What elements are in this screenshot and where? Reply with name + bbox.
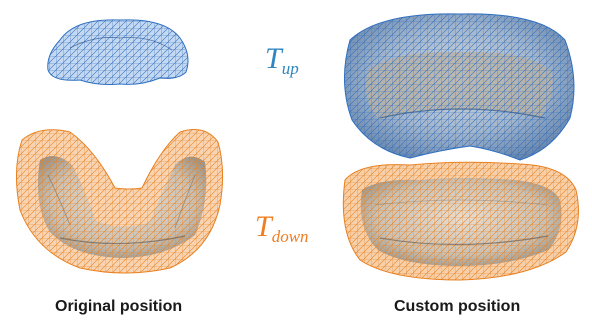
t-down-sub: down [272, 227, 309, 246]
right-lower-jaw-mesh [343, 162, 578, 280]
t-down-main: T [255, 210, 272, 243]
t-up-main: T [265, 42, 282, 75]
left-upper-jaw-mesh [48, 20, 188, 85]
left-lower-jaw-mesh [16, 130, 222, 273]
t-up-label: Tup [265, 44, 299, 77]
t-up-sub: up [282, 59, 299, 78]
t-down-label: Tdown [255, 212, 309, 245]
caption-original-position: Original position [55, 298, 182, 316]
caption-custom-position: Custom position [394, 298, 520, 316]
right-upper-jaw-mesh [344, 14, 574, 160]
